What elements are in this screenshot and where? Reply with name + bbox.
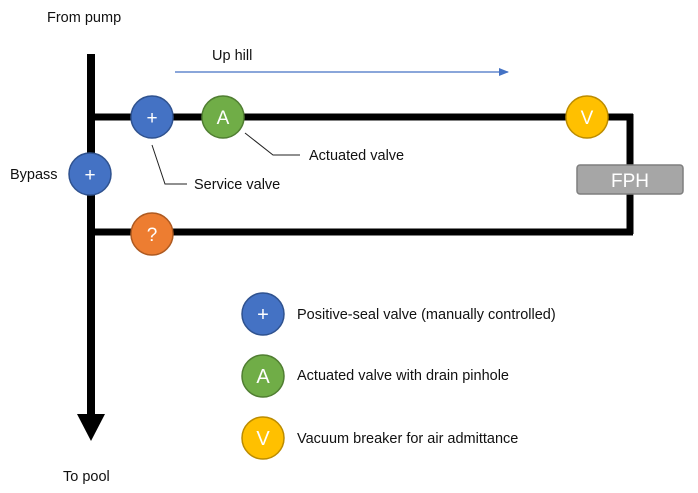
legend-vacuum-symbol: V bbox=[256, 428, 270, 450]
legend-item-actuated: A Actuated valve with drain pinhole bbox=[241, 354, 509, 398]
to-pool-label: To pool bbox=[63, 469, 110, 485]
legend-vacuum-text: Vacuum breaker for air admittance bbox=[297, 431, 518, 447]
legend-item-positive-seal: + Positive-seal valve (manually controll… bbox=[241, 292, 556, 336]
actuated-valve[interactable]: A bbox=[201, 95, 245, 139]
heater-label: FPH bbox=[611, 171, 649, 192]
bypass-valve[interactable]: + bbox=[68, 152, 112, 196]
vacuum-breaker[interactable]: V bbox=[565, 95, 609, 139]
actuated-valve-label: Actuated valve bbox=[309, 148, 404, 164]
service-valve-label: Service valve bbox=[194, 177, 280, 193]
service-valve-symbol: + bbox=[146, 108, 157, 129]
service-leader-line bbox=[151, 144, 187, 185]
up-hill-label: Up hill bbox=[212, 48, 252, 64]
from-pump-label: From pump bbox=[47, 10, 121, 26]
legend-item-vacuum: V Vacuum breaker for air admittance bbox=[241, 416, 518, 460]
unknown-valve[interactable]: ? bbox=[130, 212, 174, 256]
actuated-valve-symbol: A bbox=[217, 108, 230, 129]
legend-positive-seal-symbol: + bbox=[257, 304, 269, 326]
unknown-valve-symbol: ? bbox=[147, 225, 158, 246]
vacuum-breaker-symbol: V bbox=[581, 108, 594, 129]
flow-down-arrowhead bbox=[77, 414, 105, 441]
actuated-leader-line bbox=[244, 132, 300, 156]
legend-actuated-text: Actuated valve with drain pinhole bbox=[297, 368, 509, 384]
bypass-valve-symbol: + bbox=[84, 165, 95, 186]
service-valve[interactable]: + bbox=[130, 95, 174, 139]
heater-fph: FPH bbox=[576, 164, 684, 195]
legend: + Positive-seal valve (manually controll… bbox=[241, 292, 556, 460]
legend-actuated-symbol: A bbox=[256, 366, 270, 388]
legend-positive-seal-text: Positive-seal valve (manually controlled… bbox=[297, 307, 556, 323]
bypass-label: Bypass bbox=[10, 167, 58, 183]
